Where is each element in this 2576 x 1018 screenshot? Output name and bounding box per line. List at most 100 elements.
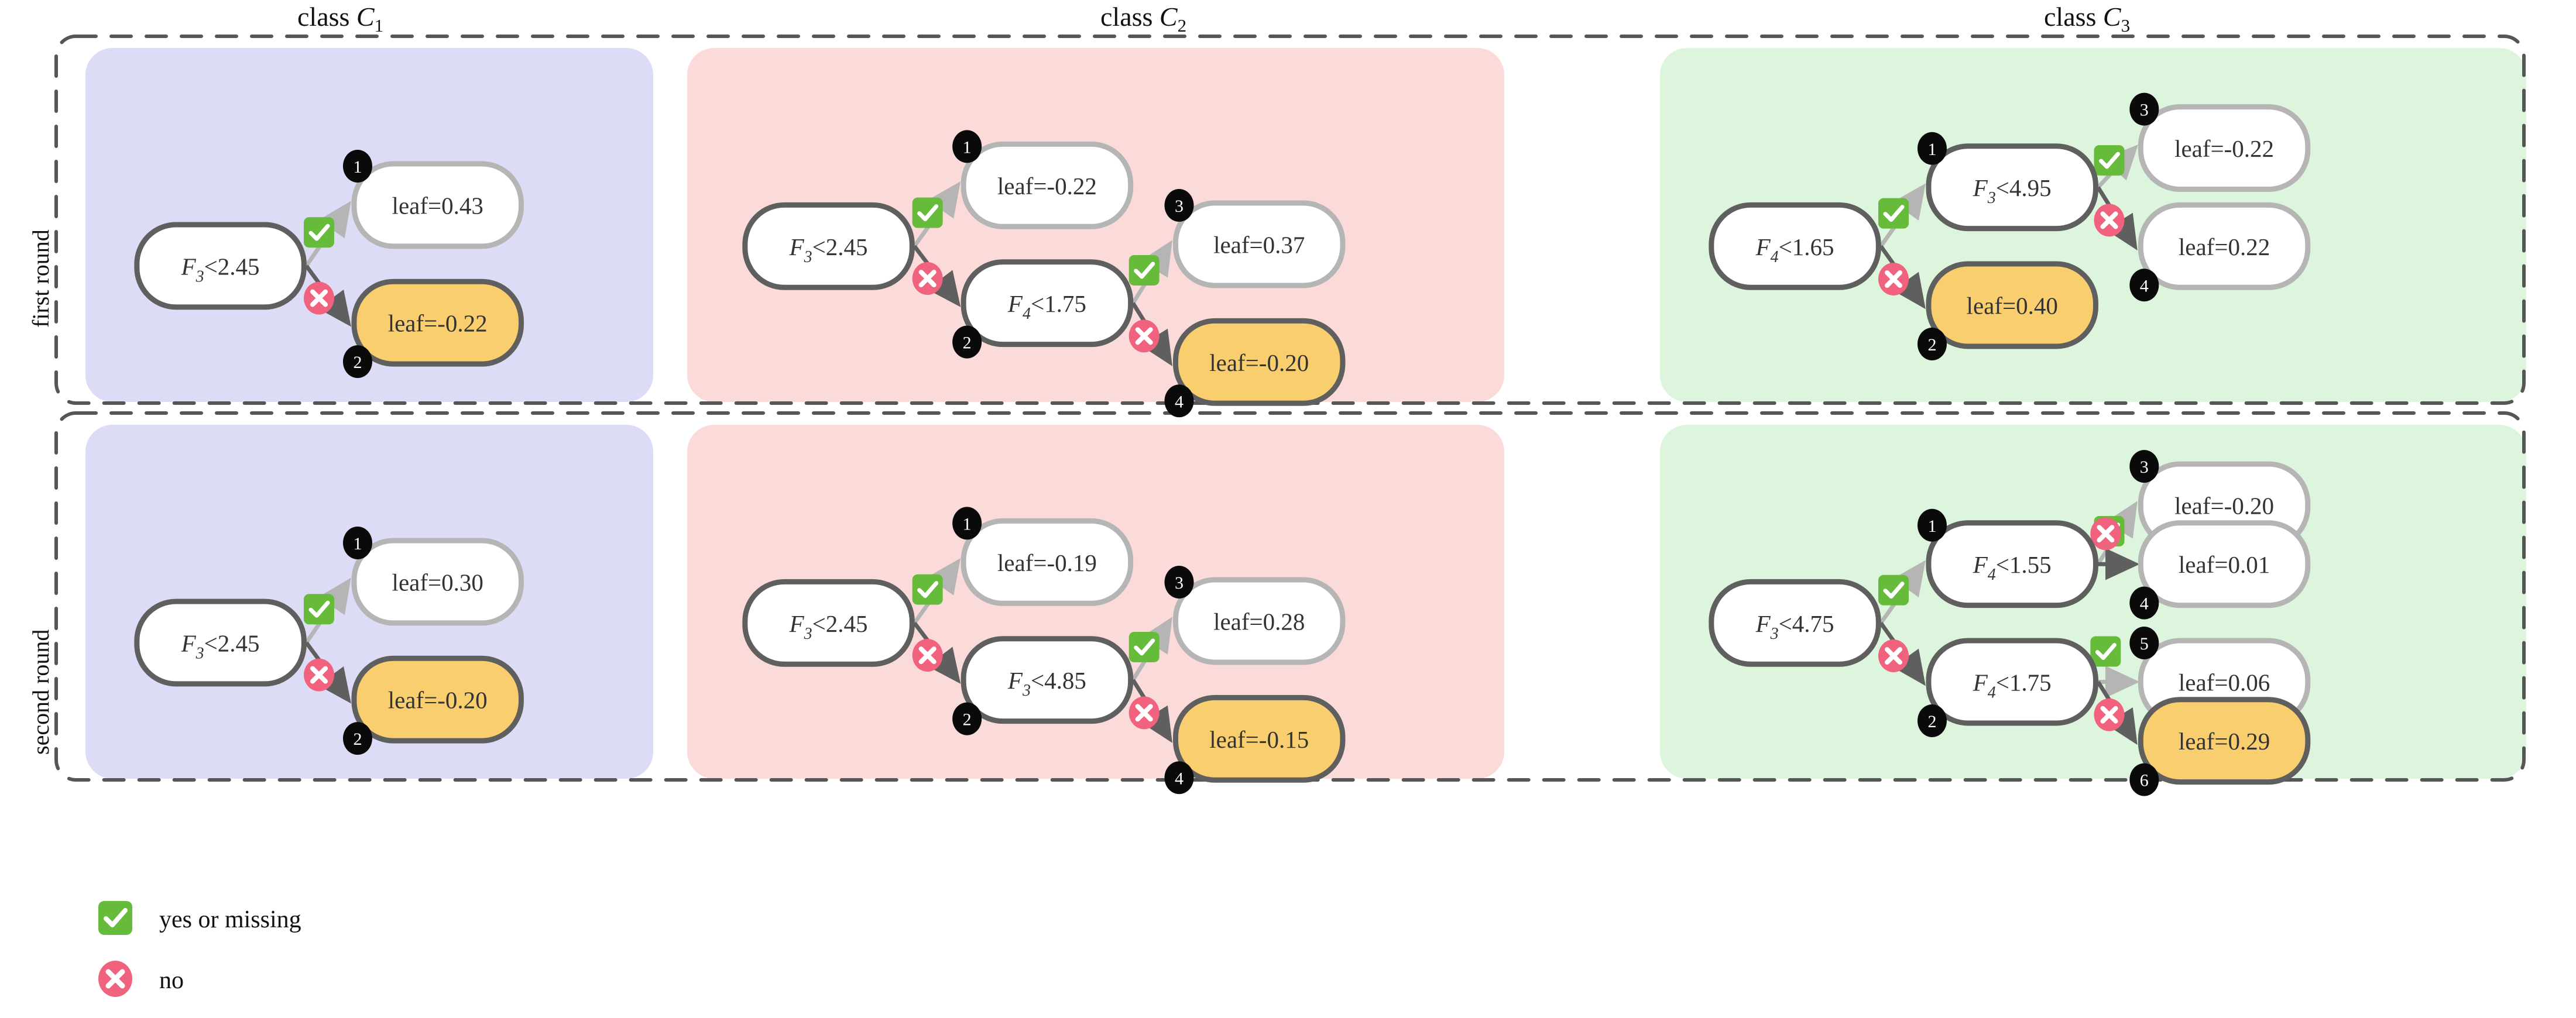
node-shape [351,161,524,249]
node-label: F3<4.95 [1973,174,2052,207]
node-shape [2138,202,2311,290]
check-glyph [1883,582,1905,599]
node-id-badge: 2 [952,702,982,735]
green-check-icon [304,594,335,625]
red-cross-icon [2094,698,2125,731]
check-glyph [917,204,939,222]
red-cross-icon [304,658,335,692]
check-box [1128,631,1160,662]
leaf-node-c1-round1-n2[interactable]: leaf=-0.222 [342,278,524,379]
node-id-badge: 2 [1917,704,1947,737]
green-check-icon [304,217,335,248]
leaf-node-c2-round2-n4[interactable]: leaf=-0.154 [1164,694,1346,795]
split-node-c2-round2-n2[interactable]: F3<4.852 [952,636,1134,735]
badge-number: 2 [963,333,972,353]
badge-circle [1917,508,1947,542]
split-node-c1-round1-root[interactable]: F3<2.45 [134,222,307,310]
leaf-node-c2-round1-n3[interactable]: leaf=0.373 [1164,189,1346,288]
leaf-node-c2-round1-n4[interactable]: leaf=-0.204 [1164,318,1346,418]
leaf-node-c1-round1-n1[interactable]: leaf=0.431 [342,149,524,249]
leaf-node-c3-round1-n2[interactable]: leaf=0.402 [1917,261,2098,360]
edge-c1-round2-root-n1-yes [304,577,351,644]
badge-circle [952,702,982,735]
node-label: F3<4.75 [1755,610,1834,643]
check-glyph [308,600,330,618]
check-glyph [1134,262,1155,279]
node-shape [1926,261,2098,349]
edge-c1-round2-root-n2-no [304,641,351,704]
node-label: leaf=0.40 [1967,293,2058,319]
split-node-c2-round1-root[interactable]: F3<2.45 [742,202,915,290]
split-node-c3-round1-n1[interactable]: F3<4.951 [1917,132,2098,232]
red-cross-icon [912,639,943,672]
green-check-icon [2094,145,2125,176]
node-shape [134,222,307,310]
badge-circle [342,722,372,755]
edge-c3-round1-n1-n4-no [2094,186,2138,250]
edge-c2-round2-root-n1-yes [912,558,961,624]
red-cross-icon [1878,263,1909,296]
leaf-node-c2-round1-n1[interactable]: leaf=-0.221 [952,130,1134,229]
node-id-badge: 6 [2129,763,2159,796]
column-header-c3-index: 3 [2121,15,2131,36]
check-box [1128,254,1160,286]
split-node-c1-round2-root[interactable]: F3<2.45 [134,599,307,687]
split-node-c3-round1-root[interactable]: F4<1.65 [1709,202,1881,290]
nodes-layer: F3<2.45leaf=0.431leaf=-0.222F3<2.45leaf=… [134,92,2311,796]
badge-circle [1917,132,1947,165]
node-label: leaf=0.01 [2179,551,2270,578]
check-box [1878,575,1909,606]
check-box [912,574,943,605]
badge-number: 3 [1175,573,1184,593]
leaf-node-c2-round2-n3[interactable]: leaf=0.283 [1164,566,1346,665]
badge-circle [2129,450,2159,483]
split-node-c2-round1-n2[interactable]: F4<1.752 [952,259,1134,359]
split-node-c3-round2-n1[interactable]: F4<1.551 [1917,508,2098,608]
edge-c3-round1-root-n2-no [1878,245,1926,309]
leaf-node-c3-round2-n4[interactable]: leaf=0.014 [2129,520,2311,620]
badge-circle [952,130,982,163]
badge-number: 3 [2140,101,2149,120]
node-shape [961,518,1134,606]
leaf-node-c1-round2-n2[interactable]: leaf=-0.202 [342,655,524,755]
node-label: leaf=-0.20 [1209,349,1309,376]
check-box [2094,145,2125,176]
leaf-node-c3-round1-n3[interactable]: leaf=-0.22 3 [2129,92,2311,192]
node-label: leaf=-0.22 [2174,135,2274,162]
leaf-node-c3-round1-n4[interactable]: leaf=0.224 [2129,202,2311,302]
column-header-c3-symbol: C [2102,2,2121,32]
node-shape [1172,318,1346,406]
column-header-c2-symbol: C [1159,2,1178,32]
node-id-badge: 5 [2129,627,2159,660]
badge-circle [2129,92,2159,126]
cross-glyph [1885,270,1903,288]
badge-number: 4 [1175,769,1184,788]
panel-bg-c3-round1 [1660,48,2526,402]
edge-c3-round1-n1-n3-yes [2094,144,2139,189]
split-node-c3-round2-root[interactable]: F3<4.75 [1709,579,1881,667]
column-header-c1-symbol: C [356,2,375,32]
split-node-c2-round2-root[interactable]: F3<2.45 [742,579,915,667]
cross-glyph [918,646,937,665]
cross-glyph [1885,647,1903,665]
node-id-badge: 2 [342,345,372,379]
column-header-c1-index: 1 [374,15,384,36]
node-shape [1172,694,1346,783]
leaf-node-c3-round2-n6[interactable]: leaf=0.296 [2129,697,2311,796]
node-label: F4<1.75 [1973,669,2052,702]
badge-number: 3 [1175,197,1184,216]
edge-c1-round1-root-n1-yes [304,201,351,267]
badge-circle [1164,189,1194,222]
leaf-node-c1-round2-n1[interactable]: leaf=0.301 [342,526,524,626]
badge-circle [2129,586,2159,620]
red-cross-icon [1878,639,1909,673]
check-glyph [1883,205,1905,222]
split-node-c3-round2-n2[interactable]: F4<1.75 2 [1917,638,2098,737]
badge-circle [1164,761,1194,795]
column-header-c3-prefix: class [2044,2,2103,32]
leaf-node-c2-round2-n1[interactable]: leaf=-0.191 [952,507,1134,606]
badge-number: 5 [2140,634,2149,654]
check-box [1878,198,1909,229]
